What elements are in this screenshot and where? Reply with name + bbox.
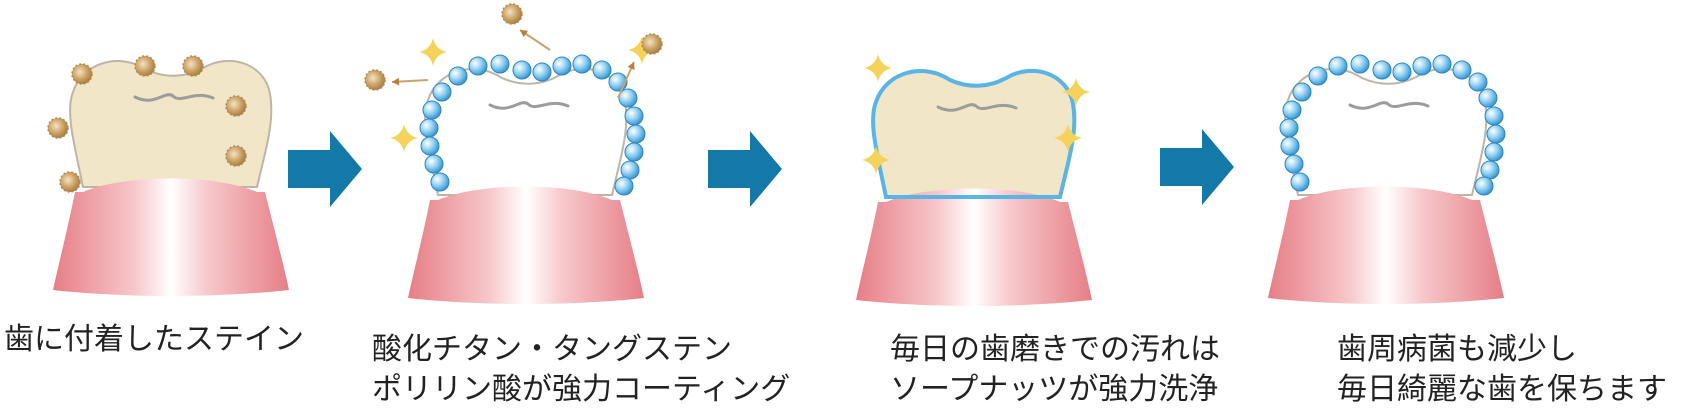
coating-bubble-icon (624, 106, 644, 126)
coating-bubble-icon (1292, 82, 1312, 102)
coating-bubble-icon (419, 118, 439, 138)
coating-bubble-icon (1452, 60, 1472, 80)
caption-line: ソープナッツが強力洗浄 (890, 372, 1219, 407)
coating-bubble-icon (1484, 142, 1504, 162)
coating-bubble-icon (1282, 100, 1302, 120)
coating-outline (871, 68, 1077, 199)
stain-particle-icon (641, 33, 663, 55)
arrowhead-icon (520, 30, 528, 38)
coating-bubble-icon (592, 60, 612, 80)
arrowhead-icon (627, 62, 635, 70)
coating-bubble-icon (1372, 60, 1392, 80)
tooth-crown (69, 59, 273, 188)
coating-bubble-icon (1484, 106, 1504, 126)
tooth-groove (488, 101, 570, 110)
coating-bubble-icon (420, 136, 440, 156)
sparkle-icon (419, 38, 447, 66)
gum (1268, 186, 1504, 304)
arrow-right-icon (708, 131, 782, 207)
gum (856, 188, 1092, 306)
sparkle-icon (864, 54, 892, 82)
caption-coating: 酸化チタン・タングステン ポリリン酸が強力コーティング (372, 330, 790, 410)
tooth-crown (1284, 67, 1488, 196)
arrowhead-icon (392, 77, 400, 86)
coating-bubble-icon (1328, 56, 1348, 76)
sparkle-icon (390, 124, 418, 152)
arrow-shape (288, 131, 362, 207)
coating-bubble-icon (468, 56, 488, 76)
gum (53, 178, 289, 296)
coating-bubble-icon (1474, 176, 1494, 196)
coating-bubble-icon (490, 54, 510, 74)
coating-bubble-icon (1468, 72, 1488, 92)
coating-bubble-icon (424, 154, 444, 174)
sparkle-icon (628, 36, 656, 64)
tooth-groove (133, 93, 215, 102)
coating-bubble-icon (532, 62, 552, 82)
stain-particle-icon (225, 145, 247, 167)
step-coating-tooth (364, 3, 663, 304)
coating-bubble-icon (626, 124, 646, 144)
caption-line: 毎日綺麗な歯を保ちます (1337, 372, 1667, 407)
stain-particle-icon (59, 171, 81, 193)
tooth-crown (424, 67, 628, 196)
caption-line: 歯周病菌も減少し (1337, 332, 1577, 367)
coating-bubble-icon (572, 54, 592, 74)
stain-particle-icon (47, 117, 69, 139)
coating-bubble-icon (1290, 172, 1310, 192)
coating-bubble-icon (620, 160, 640, 180)
coating-bubble-icon (1279, 118, 1299, 138)
caption-cleaning: 毎日の歯磨きでの汚れは ソープナッツが強力洗浄 (890, 330, 1220, 410)
sparkle-icon (862, 146, 890, 174)
caption-line: 歯に付着したステイン (4, 322, 304, 357)
coating-bubble-icon (1350, 54, 1370, 74)
coating-bubble-icon (1478, 88, 1498, 108)
stain-particle-icon (182, 55, 204, 77)
tooth-groove (936, 103, 1018, 112)
stain-particle-icon (71, 63, 93, 85)
coating-bubble-icon (1412, 56, 1432, 76)
gum (408, 186, 644, 304)
tooth-groove (1348, 101, 1430, 110)
stain-particle-icon (134, 55, 156, 77)
stain-particle-icon (364, 69, 386, 91)
stain-particle-icon (225, 95, 247, 117)
step-protected-tooth (1268, 54, 1506, 304)
caption-line: 酸化チタン・タングステン (372, 332, 732, 367)
coating-bubble-icon (448, 66, 468, 86)
step-stained-tooth (47, 55, 289, 296)
arrow-right-icon (288, 131, 362, 207)
caption-line: ポリリン酸が強力コーティング (372, 372, 791, 407)
coating-bubble-icon (1308, 66, 1328, 86)
coating-bubble-icon (614, 176, 634, 196)
sparkle-icon (1054, 124, 1082, 152)
arrow-shape (708, 131, 782, 207)
coating-bubble-icon (512, 60, 532, 80)
coating-bubble-icon (430, 172, 450, 192)
caption-line: 毎日の歯磨きでの汚れは (890, 332, 1220, 367)
coating-bubble-icon (432, 82, 452, 102)
coating-bubble-icon (552, 56, 572, 76)
arrow-right-icon (1160, 129, 1234, 205)
coating-bubble-icon (1280, 136, 1300, 156)
coating-bubble-icon (1432, 54, 1452, 74)
coating-bubble-icon (1486, 124, 1506, 144)
coating-bubble-icon (1284, 154, 1304, 174)
coating-bubble-icon (1480, 160, 1500, 180)
step-cleaning-tooth (856, 54, 1092, 306)
coating-bubble-icon (1392, 62, 1412, 82)
coating-bubble-icon (422, 100, 442, 120)
stain-particle-icon (501, 3, 523, 25)
caption-protected: 歯周病菌も減少し 毎日綺麗な歯を保ちます (1337, 330, 1667, 410)
arrow-shape (1160, 129, 1234, 205)
tooth-crown (872, 69, 1076, 198)
sparkle-icon (1062, 78, 1090, 106)
caption-stained: 歯に付着したステイン (4, 320, 304, 360)
coating-bubble-icon (624, 142, 644, 162)
